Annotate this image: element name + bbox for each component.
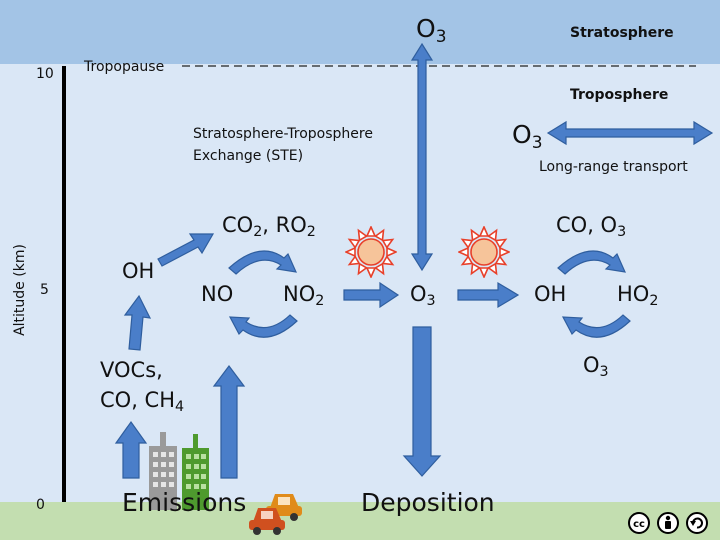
no-cycle-bottom-arrow [228,314,298,338]
deposition-label: Deposition [361,488,495,517]
long-range-transport-label: Long-range transport [539,159,688,175]
emissions-to-vocs-arrow [114,420,148,479]
oh-left-label: OH [122,259,155,283]
o3-to-oh-arrow [457,281,520,309]
altitude-tick-10: 10 [36,66,54,82]
co2-ro2-label: CO2, RO2 [222,213,316,240]
ground-band [0,502,720,540]
tropopause-label: Tropopause [84,59,165,75]
ste-label: Stratosphere-Troposphere Exchange (STE) [193,123,373,167]
stratosphere-band [0,0,720,64]
altitude-tick-0: 0 [36,497,45,513]
no-label: NO [201,282,234,306]
long-range-arrow [546,120,714,146]
emissions-to-no-arrow [212,365,246,479]
co-o3-label: CO, O3 [556,213,627,240]
cc-license-icon: cc [628,512,650,534]
no-cycle-top-arrow [228,250,297,275]
svg-text:cc: cc [633,519,645,530]
oh-cycle-top-arrow [557,250,626,275]
o3-long-range-label: O3 [512,120,543,153]
vocs-label-line2: CO, CH4 [100,388,185,415]
troposphere-label: Troposphere [570,87,669,103]
no2-to-o3-arrow [343,281,400,309]
ste-label-line1: Stratosphere-Troposphere [193,126,373,142]
ste-double-arrow [410,42,434,272]
emissions-label: Emissions [122,488,247,517]
vocs-label-line1: VOCs, [100,358,163,382]
altitude-tick-5: 5 [40,282,49,298]
o3-center-label: O3 [410,282,436,309]
ste-label-line2: Exchange (STE) [193,148,304,164]
attribution-icon [657,512,679,534]
stratosphere-label: Stratosphere [570,25,674,41]
oh-cycle-bottom-arrow [561,314,631,338]
deposition-arrow [402,326,442,477]
building-icon [149,432,177,510]
share-alike-icon [686,512,708,534]
oh-right-label: OH [534,282,567,306]
o3-bottom-label: O3 [583,353,609,380]
car-icon [249,508,285,535]
oh-to-co2-arrow [157,233,215,267]
o3-stratosphere-label: O3 [416,14,447,47]
vocs-label: VOCs, CO, CH4 [100,355,184,415]
building-icon [182,434,209,510]
ho2-label: HO2 [617,282,659,309]
vocs-to-oh-arrow [123,294,152,351]
no2-label: NO2 [283,282,325,309]
altitude-axis-label: Altitude (km) [12,244,28,336]
